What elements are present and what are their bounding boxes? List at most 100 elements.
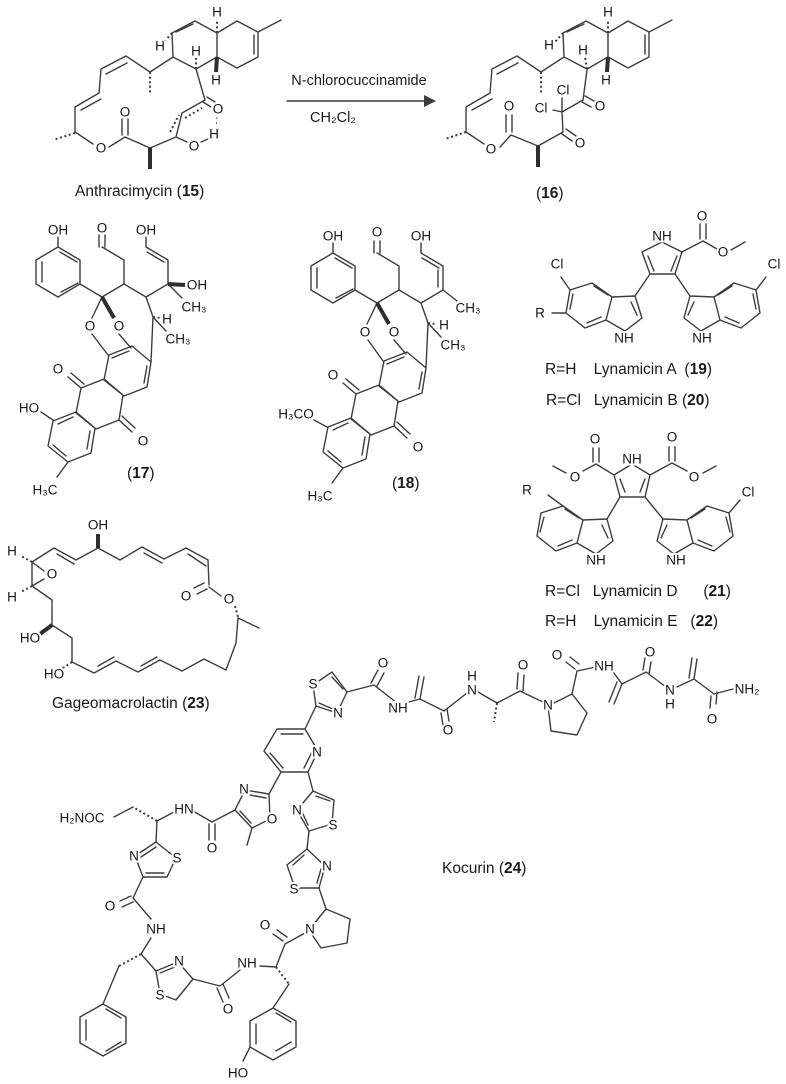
atom-label-H: H: [665, 697, 675, 712]
atom-label-HO: HO: [44, 667, 64, 682]
atom-label-H: H: [211, 73, 221, 88]
atom-label-O: O: [47, 567, 58, 582]
compound-number: 23: [187, 695, 205, 712]
atom-label-O: O: [105, 899, 116, 914]
atom-label-OH: OH: [323, 229, 343, 244]
atom-label-HO: HO: [228, 1066, 248, 1081]
atom-label-OH: OH: [187, 278, 207, 293]
atom-label-O: O: [667, 430, 678, 445]
caption-text: ): [725, 583, 731, 600]
atom-label-NH: NH: [652, 229, 672, 244]
caption-text: ): [414, 475, 420, 492]
caption-text: ): [521, 860, 527, 877]
atom-label-O: O: [260, 918, 271, 933]
stereo-wedge-bonds: [100, 282, 186, 319]
atom-label-HO: HO: [20, 631, 40, 646]
atom-label-H: H: [7, 544, 17, 559]
atom-label-NH: NH: [237, 956, 257, 971]
atom-label-O: O: [413, 440, 424, 455]
caption-text: (: [392, 475, 398, 492]
atom-label-O: O: [207, 841, 218, 856]
atom-label-O: O: [552, 648, 563, 663]
stereo-wedge-bonds: [536, 56, 610, 167]
atom-label-H: H: [578, 43, 588, 58]
atom-label-N: N: [129, 849, 139, 864]
atom-label-Cl: Cl: [557, 83, 570, 98]
atom-label-O: O: [518, 658, 529, 673]
atom-label-H: H: [544, 38, 554, 53]
atom-label-O: O: [224, 592, 235, 607]
atom-label-N: N: [322, 859, 332, 874]
atom-label-O: O: [697, 209, 708, 224]
atom-label-CH: CH₃: [182, 300, 207, 315]
bond-lines: [31, 546, 260, 674]
atom-label-HCO: H₃CO: [278, 407, 314, 422]
atom-label-HNOC: H₂NOC: [60, 811, 105, 826]
atom-label-CH: CH₃: [456, 301, 481, 316]
caption-text: ): [706, 361, 713, 378]
atom-label-S: S: [328, 818, 337, 833]
atom-label-NH: NH: [388, 701, 408, 716]
bond-lines: [74, 19, 282, 149]
atom-label-HC: H₃C: [308, 489, 333, 504]
atom-label-H: H: [439, 318, 449, 333]
atom-label-O: O: [378, 656, 389, 671]
atom-label-HN: HN: [174, 802, 194, 817]
caption-text: ): [704, 392, 710, 409]
atom-label-O: O: [138, 434, 149, 449]
atom-label-H: H: [155, 39, 165, 54]
atom-label-O: O: [97, 221, 108, 236]
atom-label-O: O: [595, 99, 606, 114]
caption-text: Kocurin (: [442, 860, 505, 877]
compound-number: 18: [397, 475, 415, 492]
caption-17: (17): [127, 465, 155, 483]
atom-label-O: O: [707, 712, 718, 727]
compound-number: 17: [132, 465, 150, 482]
caption-lynamicin-b: R=Cl Lynamicin B (20): [546, 392, 710, 410]
caption-text: R=H Lynamicin E (: [545, 613, 696, 630]
atom-label-O: O: [718, 245, 729, 260]
atom-label-Cl: Cl: [551, 257, 564, 272]
atom-label-Cl: Cl: [742, 485, 755, 500]
caption-gageomacrolactin: Gageomacrolactin (23): [52, 695, 210, 713]
bond-lines: [536, 446, 741, 555]
stereo-hash-bonds: [444, 21, 609, 140]
atom-label-H: H: [209, 127, 219, 142]
atom-label-NH: NH: [146, 922, 166, 937]
atom-label-O: O: [213, 102, 224, 117]
atom-label-O: O: [120, 105, 131, 120]
atom-label-N: N: [333, 706, 343, 721]
atom-label-N: N: [543, 698, 553, 713]
caption-text: Gageomacrolactin (: [52, 695, 188, 712]
atom-label-NH: NH: [666, 553, 686, 568]
atom-label-S: S: [172, 851, 181, 866]
stereo-wedge-bonds: [375, 302, 391, 325]
caption-lynamicin-e: R=H Lynamicin E (22): [545, 613, 718, 631]
atom-label-H: H: [162, 312, 172, 327]
atom-label-H: H: [467, 669, 477, 684]
compound-number: 15: [181, 183, 200, 200]
atom-label-O: O: [570, 470, 581, 485]
caption-lynamicin-a: R=H Lynamicin A (19): [545, 361, 712, 379]
atom-label-CH: CH₃: [166, 332, 191, 347]
atom-label-O: O: [689, 470, 700, 485]
atom-label-S: S: [308, 677, 317, 692]
compound-number: 20: [687, 392, 705, 409]
atom-label-O: O: [267, 812, 278, 827]
atom-label-O: O: [96, 141, 107, 156]
caption-text: R=H Lynamicin A (: [545, 361, 690, 378]
atom-label-N: N: [305, 922, 315, 937]
atom-label-Cl: Cl: [768, 257, 781, 272]
atom-label-H: H: [7, 590, 17, 605]
atom-label-NH: NH: [586, 553, 606, 568]
atom-label-R: R: [522, 483, 532, 498]
atom-label-N: N: [239, 782, 249, 797]
stereo-hash-bonds: [52, 21, 218, 141]
atom-label-O: O: [575, 136, 586, 151]
